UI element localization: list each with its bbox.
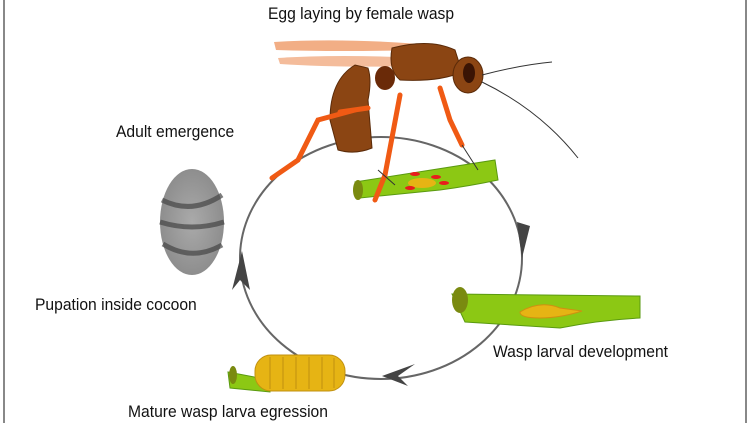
label-pupation: Pupation inside cocoon	[35, 295, 197, 314]
left-border	[3, 0, 5, 423]
label-adult-emergence: Adult emergence	[116, 122, 235, 141]
label-egg-laying: Egg laying by female wasp	[268, 4, 455, 23]
label-larval-development: Wasp larval development	[493, 342, 669, 361]
right-border	[745, 0, 747, 423]
arrow-bottom-icon	[382, 364, 415, 386]
egressing-larva	[227, 354, 346, 393]
arrow-left-icon	[232, 251, 250, 290]
arrow-right-icon	[517, 222, 530, 258]
label-egression: Mature wasp larva egression	[128, 402, 328, 421]
cocoon	[159, 169, 225, 275]
caterpillar-with-eggs	[353, 159, 499, 200]
female-wasp	[269, 40, 579, 203]
caterpillar-with-larva	[451, 287, 641, 329]
